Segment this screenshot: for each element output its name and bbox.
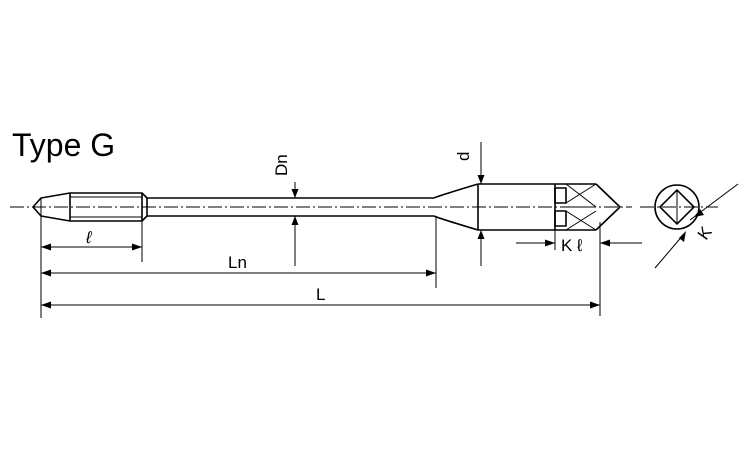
- d-label: d: [454, 152, 473, 161]
- square-size-label: K: [694, 223, 716, 244]
- kl-arrow-right-head: [600, 239, 610, 247]
- ln-arrow-left: [41, 269, 51, 277]
- k-arrow-lower-head: [679, 231, 686, 242]
- l-thread-arrow-left: [41, 243, 51, 251]
- thread-runout: [141, 192, 148, 222]
- square-cross-hatch: [565, 183, 597, 231]
- l-thread-arrow-right: [132, 243, 142, 251]
- thread-length-label: ℓ: [85, 228, 92, 247]
- ln-arrow-right: [426, 269, 436, 277]
- d-arrow-upper-head: [477, 175, 485, 184]
- dn-arrow-lower-head: [291, 216, 299, 225]
- square-flat-upper: [554, 187, 567, 204]
- square-end-point: [595, 183, 621, 231]
- d-arrow-lower-head: [477, 230, 485, 239]
- k-arrow-upper-head: [694, 209, 704, 217]
- end-view-circle: [654, 184, 700, 230]
- l-overall-arrow-right: [590, 301, 600, 309]
- square-flat-lower: [554, 210, 567, 227]
- type-title: Type G: [12, 127, 115, 163]
- threaded-section: [69, 192, 143, 222]
- square-length-label: K ℓ: [561, 236, 583, 255]
- taper-transition: [433, 183, 479, 231]
- end-view-square: [659, 189, 695, 225]
- kl-arrow-left-head: [545, 239, 555, 247]
- dn-label: Dn: [272, 154, 291, 176]
- k-dim-line-lower: [654, 233, 685, 269]
- overall-length-label: L: [316, 285, 325, 304]
- neck-length-label: Ln: [228, 253, 247, 272]
- tap-point: [32, 192, 71, 222]
- dn-arrow-upper-head: [291, 189, 299, 198]
- l-overall-arrow-left: [41, 301, 51, 309]
